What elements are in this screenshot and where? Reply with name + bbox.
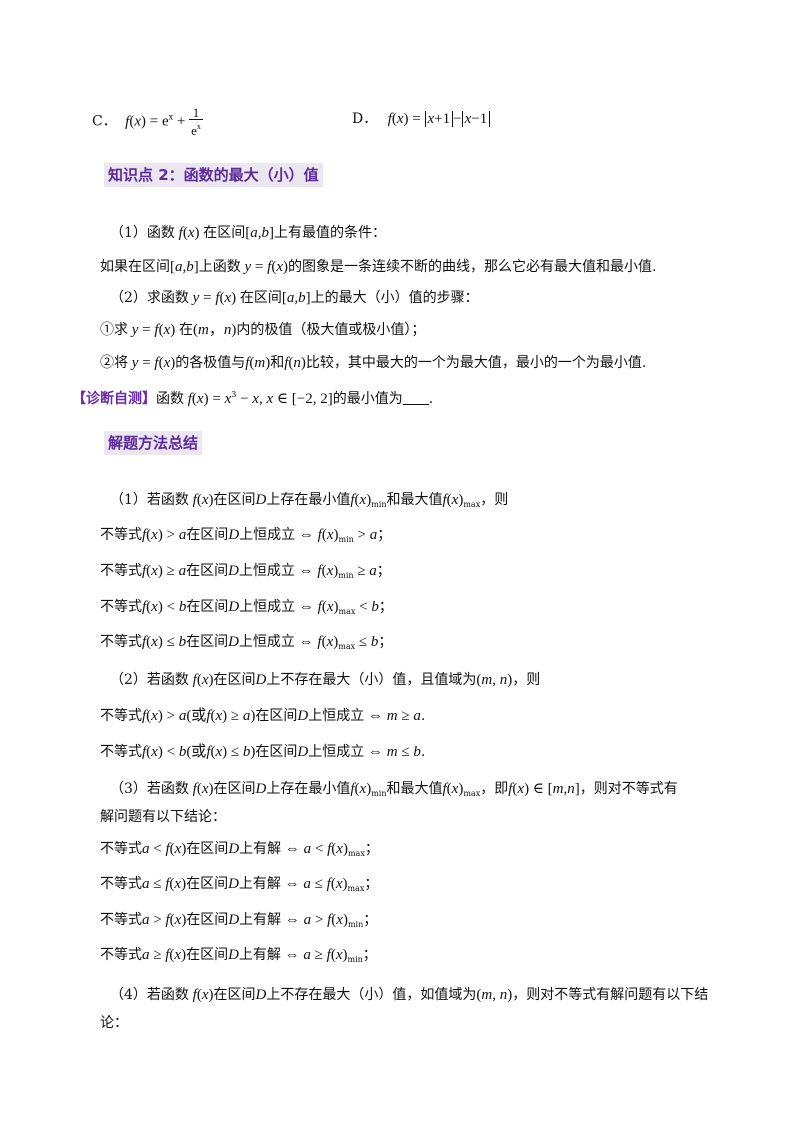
method-1-line-1: 不等式f(x) > a在区间D上恒成立 ⇔ f(x)min > a； [100,527,392,544]
paragraph-condition: （1）函数 f(x) 在区间[a,b]上有最值的条件： [110,225,387,241]
paragraph-steps: （2）求函数 y = f(x) 在区间[a,b]上的最大（小）值的步骤： [110,290,479,306]
section-heading-maxmin: 知识点 2：函数的最大（小）值 [104,163,323,187]
method-3-line-4: 不等式a ≥ f(x)在区间D上有解 ⇔ a ≥ f(x)min； [100,947,377,964]
diagnostic-question: 【诊断自测】函数 f(x) = x3 − x, x ∈ [−2, 2]的最小值为… [72,390,434,407]
method-3-line-3: 不等式a > f(x)在区间D上有解 ⇔ a > f(x)min； [100,912,378,929]
method-1-line-2: 不等式f(x) ≥ a在区间D上恒成立 ⇔ f(x)min ≥ a； [100,563,391,580]
method-3-intro-cont: 解问题有以下结论： [100,809,226,825]
method-1-line-3: 不等式f(x) < b在区间D上恒成立 ⇔ f(x)max < b； [100,599,393,616]
option-d: D． f(x) = x+1−x−1 [352,108,491,130]
section-heading-methods: 解题方法总结 [104,431,203,455]
method-3-intro: （3）若函数 f(x)在区间D上存在最小值f(x)min和最大值f(x)max，… [110,781,678,798]
method-2-line-1: 不等式f(x) > a(或f(x) ≥ a)在区间D上恒成立 ⇔ m ≥ a. [100,708,426,724]
method-3-line-1: 不等式a < f(x)在区间D上有解 ⇔ a < f(x)max； [100,841,379,858]
method-1-intro: （1）若函数 f(x)在区间D上存在最小值f(x)min和最大值f(x)max，… [110,492,509,509]
method-2-intro: （2）若函数 f(x)在区间D上不存在最大（小）值，且值域为(m, n)，则 [110,672,541,688]
method-2-line-2: 不等式f(x) < b(或f(x) ≤ b)在区间D上恒成立 ⇔ m ≤ b. [100,744,426,760]
paragraph-continuous: 如果在区间[a,b]上函数 y = f(x)的图象是一条连续不断的曲线，那么它必… [100,259,657,275]
method-4-intro-cont: 论： [100,1015,128,1031]
method-1-line-4: 不等式f(x) ≤ b在区间D上恒成立 ⇔ f(x)max ≤ b； [100,634,393,651]
step-2: ②将 y = f(x)的各极值与f(m)和f(n)比较，其中最大的一个为最大值，… [100,355,647,371]
step-1: ①求 y = f(x) 在(m，n)内的极值（极大值或极小值）； [100,322,426,338]
answer-blank [402,390,429,405]
method-3-line-2: 不等式a ≤ f(x)在区间D上有解 ⇔ a ≤ f(x)max； [100,876,379,893]
method-4-intro: （4）若函数 f(x)在区间D上不存在最大（小）值，如值域为(m, n)，则对不… [110,987,709,1003]
